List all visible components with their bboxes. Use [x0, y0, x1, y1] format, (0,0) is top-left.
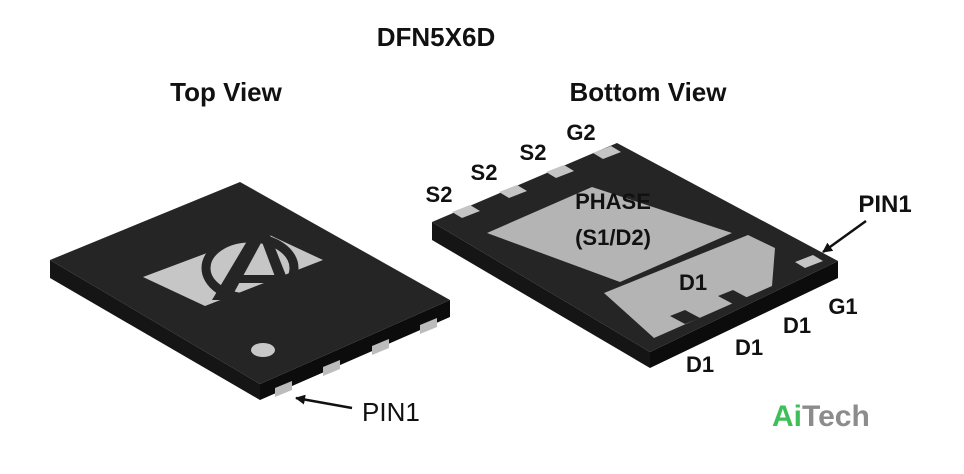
lead-4 [420, 318, 437, 334]
aitech-logo-tech: Tech [802, 400, 870, 433]
d1-pad-notch-b [718, 290, 748, 304]
bottom-view-package [432, 143, 838, 368]
pin-label-d1-a: D1 [783, 313, 811, 338]
pin-label-g1: G1 [828, 294, 857, 319]
aitech-logo-ai: Ai [772, 400, 802, 433]
bottom-view-heading: Bottom View [570, 77, 728, 107]
pad-phase [487, 187, 732, 282]
pin1-dot [251, 343, 275, 357]
bottom-pin1-arrow [822, 219, 867, 254]
pad-s2-b [499, 185, 527, 198]
top-view-heading: Top View [170, 77, 282, 107]
top-view-package [50, 182, 450, 400]
lead-2 [323, 360, 340, 376]
pin-label-d1-b: D1 [735, 335, 763, 360]
pin-label-d1-c: D1 [686, 352, 714, 377]
phase-pad-label-line1: PHASE [575, 189, 651, 214]
pad-d1 [604, 235, 775, 338]
bottom-view: Bottom View PHASE (S1/D2) D1 [426, 77, 912, 377]
package-side-left [50, 260, 260, 400]
lead-1 [275, 381, 292, 397]
aitech-logo: AiTech [772, 400, 870, 433]
pin-label-s2-a: S2 [426, 182, 453, 207]
d1-pad-notch-a [670, 310, 700, 324]
top-pin1-label: PIN1 [362, 397, 420, 427]
pad-s2-a [452, 205, 480, 218]
package-side-right [650, 261, 838, 368]
pin-label-s2-b: S2 [471, 160, 498, 185]
pad-g2 [593, 146, 621, 159]
phase-pad-label-line2: (S1/D2) [575, 225, 651, 250]
top-view: Top View PIN1 [50, 77, 450, 427]
d1-pad-label: D1 [679, 270, 707, 295]
pin-label-g2: G2 [566, 120, 595, 145]
pad-g1 [795, 255, 823, 268]
package-side-right [260, 300, 450, 400]
pad-s2-c [546, 165, 574, 178]
bottom-pin1-label: PIN1 [858, 191, 911, 218]
top-pin1-arrow [295, 394, 353, 410]
pin-label-s2-c: S2 [520, 140, 547, 165]
package-side-left [432, 222, 650, 368]
page-title: DFN5X6D [377, 22, 495, 52]
aos-logo-icon [201, 226, 299, 306]
lead-3 [372, 339, 389, 355]
